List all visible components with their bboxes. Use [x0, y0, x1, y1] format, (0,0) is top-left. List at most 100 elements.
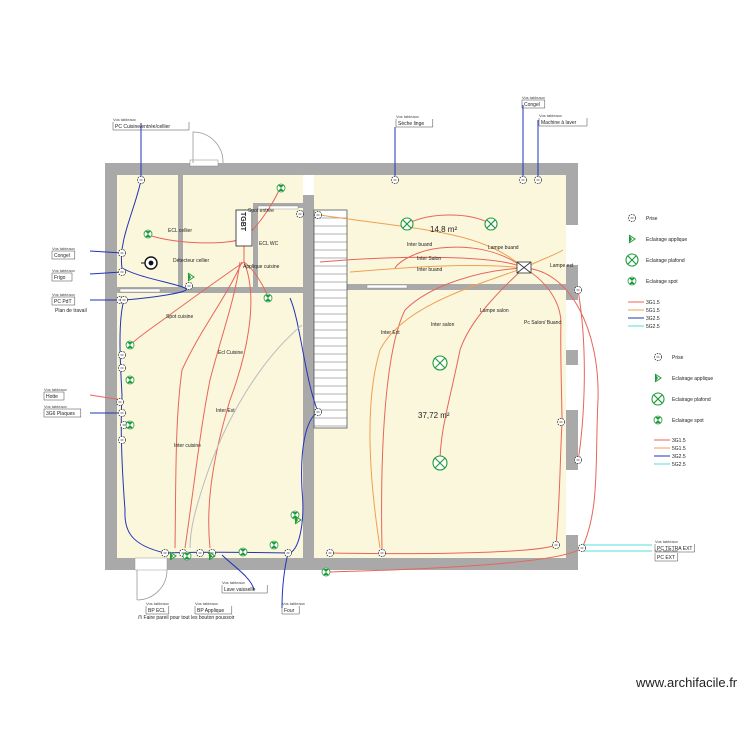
spot-light-icon: [627, 276, 637, 286]
prise-icon: [283, 549, 292, 558]
circuit-tag: Vos tableaux: [396, 114, 419, 119]
circuit-text: 3G6 Plaques: [46, 411, 75, 417]
prise-icon: [534, 175, 543, 184]
wire-inter-salon: [319, 256, 525, 269]
door-wc: [257, 205, 299, 210]
window-right-2: [566, 300, 578, 350]
prise-icon: [118, 408, 127, 417]
legend-item-plafond: Eclairage plafond: [651, 392, 711, 406]
wall-wc-top: [253, 203, 303, 208]
window-right-1: [566, 225, 578, 265]
legend-label: Prise: [672, 355, 684, 361]
wire-cuisine-2: [174, 261, 243, 549]
staircase: [313, 209, 348, 429]
label-inter-salon-2: Inter salon: [431, 322, 455, 328]
circuit-text: PC PdT: [54, 299, 72, 305]
label-lampe-salon: Lampe salon: [480, 308, 509, 314]
wall-kitchen-horizontal: [117, 287, 303, 293]
label-inter-cuisine: Inter cuisine: [174, 443, 201, 449]
legend-line-0: 3G1.5: [628, 300, 660, 306]
wall-light-icon: [654, 373, 662, 383]
circuit-text: Frigo: [54, 275, 66, 281]
legend-label: Eclairage spot: [646, 279, 678, 285]
spot-light-icon: [321, 567, 331, 577]
legend-line-1: 5G1.5: [654, 446, 686, 452]
legend-line-label: 5G1.5: [672, 446, 686, 452]
ceiling-light-icon: [651, 392, 665, 406]
wire-inter-buand: [394, 246, 525, 269]
label-area-buanderie: 14,8 m²: [430, 225, 457, 234]
circuit-tag: Vos tableaux: [44, 404, 67, 409]
wire-orange-2: [349, 264, 525, 273]
circuit-text: Four: [284, 608, 295, 614]
spot-light-icon: [125, 340, 135, 350]
legend-line-3: 5G2.5: [628, 324, 660, 330]
ceiling-light-icon: [400, 217, 414, 231]
circuit-text: Sèche linge: [398, 121, 424, 127]
label-area-salon: 37,72 m²: [418, 411, 450, 420]
legend-line-label: 3G2.5: [672, 454, 686, 460]
wire-cuisine-3: [208, 261, 252, 549]
label-spot-entree: Spot entrée: [248, 208, 274, 214]
spot-light-icon: [125, 375, 135, 385]
legend-line-label: 5G1.5: [646, 308, 660, 314]
circuit-tag: Vos tableaux: [52, 246, 75, 251]
circuit-text: PC TETRA EXT: [657, 546, 692, 552]
spot-light-icon: [269, 540, 279, 550]
prise-icon: [574, 455, 583, 464]
wire-ext-loop: [523, 267, 599, 549]
circuit-tag: Vos tableaux: [222, 580, 245, 585]
window-right-4: [566, 470, 578, 535]
label-pc-salon-buand: Pc Salon/ Buand: [524, 320, 561, 326]
circuit-tag: Vos tableaux: [52, 292, 75, 297]
lamp-ext-icon: [516, 261, 532, 274]
wire-salon-lamps: [439, 267, 525, 464]
prise-icon: [136, 175, 145, 184]
circuit-tag: Vos tableaux: [539, 113, 562, 118]
circuit-tag: Vos tableaux: [282, 601, 305, 606]
window-right-3: [566, 365, 578, 410]
circuit-tag: Vos tableaux: [52, 268, 75, 273]
circuit-tag: Vos tableaux: [655, 539, 678, 544]
label-detecteur: Détecteur cellier: [173, 258, 209, 264]
wall-light-icon: [169, 551, 177, 561]
prise-icon: [118, 267, 127, 276]
spot-light-icon: [653, 415, 663, 425]
watermark: www.archifacile.fr: [636, 675, 738, 690]
building: [105, 131, 578, 601]
label-inter-salon: Inter Salon: [417, 256, 441, 262]
prise-icon: [313, 407, 322, 416]
wire-frigo: [89, 271, 123, 275]
wire-inter-ext: [381, 267, 525, 551]
wall-cellier: [178, 175, 183, 287]
tgbt-panel: TGBT: [235, 209, 253, 247]
legend-label: Eclairage spot: [672, 418, 704, 424]
prise-icon: [118, 248, 127, 257]
spot-light-icon: [182, 551, 192, 561]
prise-icon: [390, 175, 399, 184]
legend-line-2: 3G2.5: [654, 454, 686, 460]
circuit-text: Hotte: [46, 394, 58, 400]
legend-item-prise: Prise: [628, 213, 658, 222]
ceiling-light-icon: [484, 217, 498, 231]
wire-salon-bottom: [329, 544, 557, 555]
wire-kitchen-loop: [119, 179, 319, 554]
wire-right-prise: [577, 289, 585, 461]
detector-icon: [141, 256, 158, 270]
circuit-text: Congel: [524, 102, 540, 108]
prise-icon: [118, 435, 127, 444]
circuit-text: BP Applique: [197, 608, 224, 614]
label-ecl-cuisine: Ecl Cuisine: [218, 350, 243, 356]
wire-buand-lamps: [406, 214, 492, 225]
legend-item-plafond: Eclairage plafond: [625, 253, 685, 267]
wire-spot-cuisine: [129, 261, 245, 346]
wall-light-icon: [628, 234, 636, 244]
prise-icon: [628, 213, 637, 222]
